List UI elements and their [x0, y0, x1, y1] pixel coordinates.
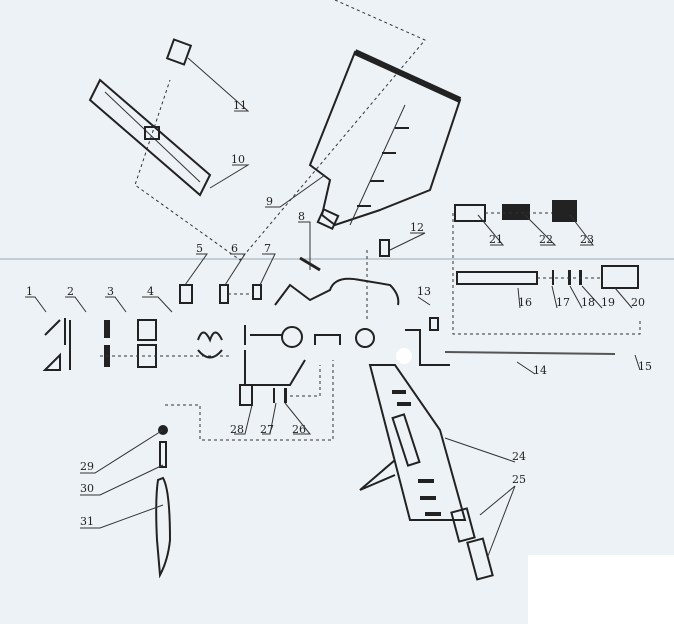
paint-cup [308, 49, 462, 231]
label-10: 10 [231, 153, 245, 166]
blank-region [528, 555, 674, 624]
label-20: 20 [631, 296, 645, 309]
label-3: 3 [107, 285, 114, 298]
air-cap-parts [42, 318, 223, 371]
label-2: 2 [67, 285, 74, 298]
adjuster-spring [502, 204, 530, 220]
lid-plug [165, 38, 193, 66]
fluid-nozzle [179, 284, 193, 304]
label-17: 17 [556, 296, 570, 309]
label-1: 1 [26, 285, 33, 298]
label-7: 7 [264, 242, 271, 255]
label-24: 24 [512, 450, 526, 463]
label-4: 4 [147, 285, 154, 298]
lid-guide-frame [134, 0, 426, 261]
fluid-needle [444, 351, 616, 355]
needle-spring [601, 265, 639, 289]
trigger [155, 476, 172, 579]
nozzle-seal [219, 284, 229, 304]
label-27: 27 [260, 423, 274, 436]
gun-body [244, 277, 467, 521]
label-31: 31 [80, 515, 94, 528]
label-8: 8 [298, 210, 305, 223]
label-6: 6 [231, 242, 238, 255]
label-18: 18 [581, 296, 595, 309]
air-fitting-2 [466, 537, 494, 581]
label-12: 12 [410, 221, 424, 234]
label-21: 21 [489, 233, 503, 246]
air-valve [239, 384, 253, 406]
label-23: 23 [580, 233, 594, 246]
nozzle-gasket [252, 284, 262, 300]
label-29: 29 [80, 460, 94, 473]
label-25: 25 [512, 473, 526, 486]
label-22: 22 [539, 233, 553, 246]
cup-lid [88, 78, 212, 197]
needle-valve [456, 271, 538, 285]
trigger-pin [159, 441, 167, 468]
label-9: 9 [266, 195, 273, 208]
label-26: 26 [292, 423, 306, 436]
air-fitting-1 [450, 507, 476, 543]
label-28: 28 [230, 423, 244, 436]
packing-nut [429, 317, 439, 331]
label-15: 15 [638, 360, 652, 373]
part-labels: 1 2 3 4 5 6 7 8 9 10 11 12 13 14 15 16 1… [26, 99, 652, 528]
leader-lines [25, 57, 641, 557]
label-5: 5 [196, 242, 203, 255]
label-11: 11 [233, 99, 247, 112]
needle-packing [379, 239, 390, 257]
label-16: 16 [518, 296, 532, 309]
label-13: 13 [417, 285, 431, 298]
label-14: 14 [533, 364, 547, 377]
label-30: 30 [80, 482, 94, 495]
label-19: 19 [601, 296, 615, 309]
